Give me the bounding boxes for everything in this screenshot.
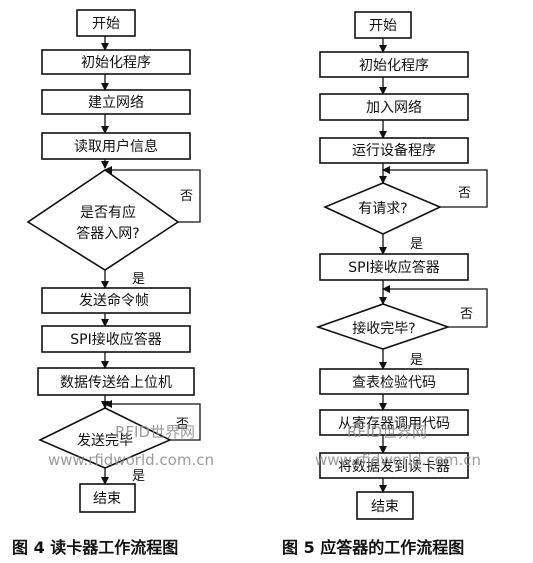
right-call-code-box [319, 409, 469, 436]
left-flowchart: 开始 初始化程序 建立网络 读取用户信息 是否有应 答器入网? 否 是 发送命令… [26, 9, 201, 513]
left-yes-label: 是 [132, 272, 145, 287]
left-decision-diamond [26, 169, 180, 271]
right-init-text: 初始化程序 [359, 57, 429, 74]
right-watermark-brand: RFID世界网 [347, 423, 427, 441]
right-request-text: 有请求? [358, 201, 407, 217]
left-upload-text: 数据传送给上位机 [60, 375, 172, 391]
right-receive-done-diamond [315, 303, 451, 350]
right-join-network-text: 加入网络 [366, 100, 422, 116]
right-init-box [319, 51, 469, 78]
right-yes-label: 是 [410, 237, 423, 252]
left-watermark-url: www.rfidworld.com.cn [48, 451, 214, 469]
left-init-text: 初始化程序 [81, 54, 151, 71]
right-join-network-box [319, 93, 469, 121]
watermark-group: RFID世界网 www.rfidworld.com.cn RFID世界网 www… [48, 423, 481, 469]
left-no2-label: 否 [176, 417, 189, 432]
left-spi-text: SPI接收应答器 [70, 331, 161, 348]
left-read-user-box [41, 132, 191, 160]
right-spi-text: SPI接收应答器 [348, 259, 439, 276]
right-receive-done-text: 接收完毕? [352, 320, 415, 337]
right-loop-no-1 [382, 166, 488, 208]
left-no-label: 否 [180, 189, 193, 204]
right-no2-label: 否 [460, 307, 473, 322]
left-caption: 图 4 读卡器工作流程图 [12, 538, 178, 557]
right-flowchart: 开始 初始化程序 加入网络 运行设备程序 有请求? 否 是 SPI接收应答器 接… [315, 11, 488, 520]
left-read-user-text: 读取用户信息 [74, 138, 158, 155]
right-end-text: 结束 [371, 499, 399, 515]
left-decision-text-1: 是否有应 [80, 204, 136, 221]
right-yes2-label: 是 [410, 353, 423, 368]
left-end-text: 结束 [93, 491, 121, 507]
right-no-label: 否 [458, 186, 471, 201]
right-end-box [356, 491, 414, 520]
left-build-network-text: 建立网络 [88, 95, 144, 111]
right-send-reader-text: 将数据发到读卡器 [338, 458, 450, 475]
left-end-box [79, 483, 136, 513]
right-run-device-text: 运行设备程序 [352, 142, 436, 159]
left-loop-no-2 [104, 400, 201, 441]
right-start-box [354, 11, 412, 39]
left-start-text: 开始 [92, 16, 120, 32]
left-send-done-diamond [38, 407, 172, 469]
right-caption: 图 5 应答器的工作流程图 [282, 538, 464, 557]
right-watermark-url: www.rfidworld.com.cn [315, 451, 481, 469]
left-spi-box [41, 325, 191, 353]
right-lookup-text: 查表检验代码 [352, 375, 436, 391]
left-init-box [41, 49, 191, 75]
left-watermark-brand: RFID世界网 [115, 423, 195, 441]
left-send-frame-box [41, 287, 191, 314]
right-spi-box [319, 253, 469, 281]
left-send-done-text: 发送完毕 [77, 433, 133, 449]
right-send-reader-box [319, 452, 469, 479]
left-decision-text-2: 答器入网? [76, 225, 139, 242]
right-loop-no-2 [382, 285, 488, 328]
right-run-device-box [319, 137, 469, 164]
right-start-text: 开始 [369, 18, 397, 34]
left-yes2-label: 是 [132, 469, 145, 484]
right-lookup-box [319, 368, 469, 395]
right-request-diamond [323, 182, 442, 235]
left-start-box [76, 9, 136, 37]
left-upload-box [37, 367, 195, 396]
right-call-code-text: 从寄存器调用代码 [338, 415, 450, 432]
left-send-frame-text: 发送命令帧 [79, 292, 149, 309]
left-loop-no-1 [104, 166, 201, 223]
left-build-network-box [41, 89, 191, 115]
